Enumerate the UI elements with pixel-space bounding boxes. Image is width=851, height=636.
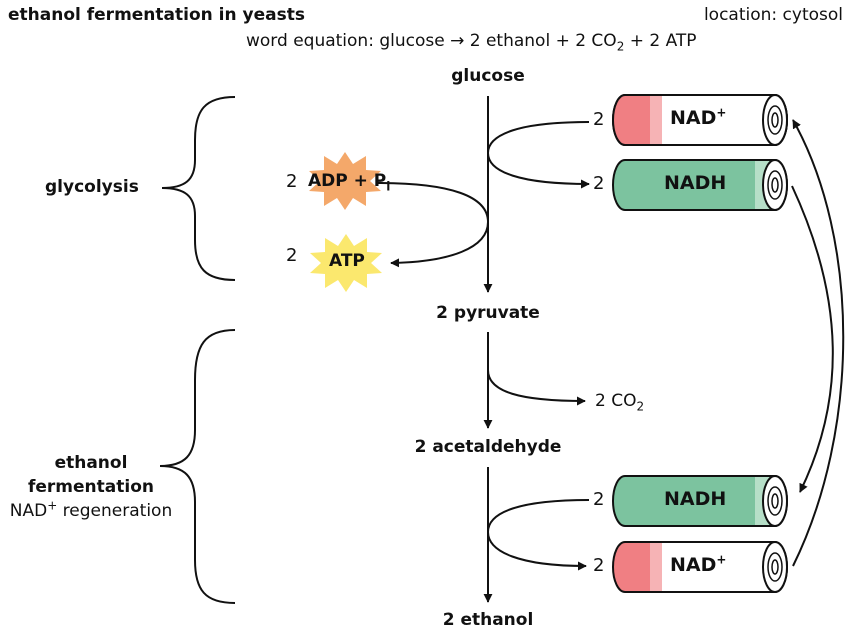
regeneration-nad: NAD [9, 500, 48, 521]
location-label: location: cytosol [703, 5, 843, 25]
fermentation-brace [159, 329, 236, 604]
nad-plus-top-label: NAD+ [670, 105, 727, 130]
nadh-oxidation-arrow [486, 499, 590, 571]
atp-star-shape [310, 234, 382, 292]
nad-top-text: NAD [670, 107, 717, 129]
nad-bottom-text: NAD [670, 554, 717, 576]
adp-pi-label: ADP + Pi [308, 171, 391, 194]
nad-recycle-arrow [792, 119, 845, 567]
nad-bottom-superscript: + [716, 552, 727, 567]
word-equation-prefix: word equation: glucose → 2 ethanol + 2 C… [246, 31, 617, 51]
adp-pi-text: ADP + P [308, 171, 387, 191]
nad-top-superscript: + [716, 105, 727, 120]
glycolysis-section-label: glycolysis [45, 177, 139, 197]
nad-plus-battery-top [612, 94, 788, 146]
fermentation-section-label: ethanol fermentation NAD+ regeneration [10, 452, 172, 523]
fermentation-label-line2: fermentation [28, 476, 154, 497]
glucose-label: glucose [451, 66, 525, 86]
atp-synthesis-arrow [377, 182, 490, 268]
co2-release-arrow [487, 369, 586, 406]
nadh-bottom-label: NADH [664, 488, 727, 510]
nadh-recycle-arrow [791, 185, 834, 493]
atp-coefficient: 2 [286, 245, 298, 266]
regeneration-label: NAD+ regeneration [9, 497, 173, 524]
diagram-title: ethanol fermentation in yeasts [8, 5, 305, 25]
pyruvate-label: 2 pyruvate [436, 303, 540, 323]
co2-label: 2 CO2 [595, 391, 645, 414]
nad-plus-battery-bottom [612, 541, 788, 593]
adp-coefficient: 2 [286, 171, 298, 192]
atp-label: ATP [329, 251, 365, 271]
nad-plus-bottom-label: NAD+ [670, 552, 727, 577]
ethanol-label: 2 ethanol [442, 610, 534, 630]
pi-subscript: i [386, 179, 391, 194]
nadh-bottom-coefficient: 2 [593, 489, 605, 510]
regeneration-rest: regeneration [57, 500, 173, 521]
nadh-top-coefficient: 2 [593, 173, 605, 194]
nadh-battery-top [612, 159, 788, 211]
nad-top-coefficient: 2 [593, 109, 605, 130]
co2-text: 2 CO [595, 391, 637, 411]
word-equation: word equation: glucose → 2 ethanol + 2 C… [246, 31, 697, 54]
nadh-top-label: NADH [664, 172, 727, 194]
adp-star-shape [309, 152, 381, 210]
acetaldehyde-label: 2 acetaldehyde [414, 437, 562, 457]
regeneration-nad-superscript: + [47, 497, 58, 512]
nad-bottom-coefficient: 2 [593, 555, 605, 576]
co2-subscript: 2 [636, 399, 645, 414]
nadh-battery-bottom [612, 475, 788, 527]
nad-reduction-arrow [486, 121, 590, 189]
word-equation-co2-subscript: 2 [616, 39, 625, 54]
glycolysis-brace [161, 96, 236, 281]
word-equation-suffix: + 2 ATP [624, 31, 697, 51]
fermentation-label-line1: ethanol [54, 453, 128, 473]
